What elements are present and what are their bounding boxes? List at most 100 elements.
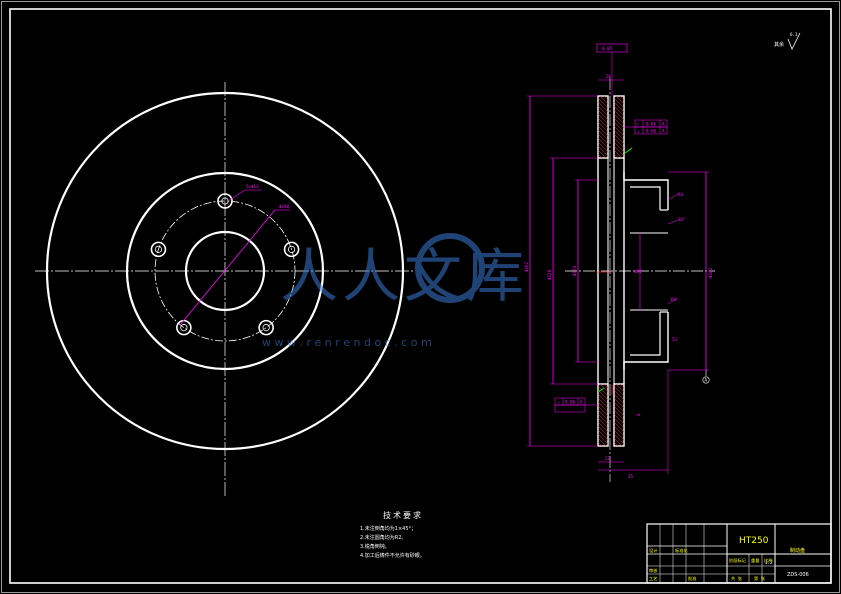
bolt-hole bbox=[258, 319, 274, 336]
bolt-hole bbox=[176, 319, 192, 336]
dim-right-small-label: 53 bbox=[672, 337, 678, 342]
r-mid-label: R4 bbox=[671, 297, 677, 302]
svg-text:A: A bbox=[662, 129, 665, 134]
hatch-line bbox=[597, 385, 609, 397]
watermark-chars: 人人文库 bbox=[280, 242, 528, 310]
gt-frame-2: ⊥ 0.06 A bbox=[634, 126, 668, 135]
gt-frame-3: ↗ 0.06 A bbox=[554, 397, 586, 406]
hat-outline-top bbox=[623, 172, 669, 210]
hatch-line bbox=[597, 125, 609, 137]
right-friction-plate-bottom bbox=[613, 383, 625, 447]
pcd-dimension-line bbox=[179, 209, 276, 326]
hatch-line bbox=[597, 97, 609, 109]
hatch-line bbox=[603, 95, 609, 101]
hatch-line bbox=[613, 413, 625, 425]
section-hatching bbox=[597, 95, 625, 447]
hatch-line bbox=[613, 385, 625, 397]
hatch-line bbox=[619, 383, 625, 389]
hatch-line bbox=[613, 425, 625, 437]
hatch-line bbox=[613, 437, 623, 447]
tech-item-4: 4.加工后铸件不允许有砂眼。 bbox=[360, 552, 425, 559]
roughness-note: 其余 6.3 bbox=[774, 32, 801, 50]
front-view: Φ140 5×Φ13 bbox=[35, 82, 415, 498]
left-friction-plate-bottom bbox=[597, 383, 609, 447]
datum-symbol bbox=[702, 376, 710, 384]
dim-outer-label: Φ228 bbox=[547, 269, 552, 280]
hatch-line bbox=[613, 137, 625, 149]
r-mid-leader bbox=[667, 297, 679, 305]
datum-label: A bbox=[705, 378, 708, 383]
disc-outer-circle bbox=[45, 91, 405, 451]
watermark-logo-icon bbox=[415, 233, 485, 303]
section-view: Φ262 Φ228 Φ174 Φ181 Φ80 0.05 20 ⫽ 0.06 A bbox=[524, 43, 715, 482]
title-ratio: 比例 bbox=[764, 557, 772, 564]
title-block: HT250 制动盘 ZDS-006 1:2 设计 审核 工艺 标准化 批准 阶段… bbox=[646, 523, 832, 584]
dim-dmax-label: Φ262 bbox=[524, 261, 529, 272]
hatch-line bbox=[597, 409, 609, 421]
tech-title: 技术要求 bbox=[383, 510, 423, 520]
hatch-line bbox=[613, 125, 625, 137]
tech-item-1: 1.未注倒角均为1×45°； bbox=[360, 525, 416, 532]
hatch-line bbox=[615, 95, 625, 105]
hatch-line bbox=[597, 113, 609, 125]
title-process: 工艺 bbox=[649, 576, 657, 581]
hatch-line bbox=[613, 405, 625, 417]
hatch-line bbox=[597, 405, 609, 417]
hatch-line bbox=[597, 437, 607, 447]
hatch-line bbox=[613, 421, 625, 433]
dim-inner-label: Φ80 bbox=[634, 269, 642, 274]
hatch-line bbox=[613, 141, 625, 153]
dim-right-label: Φ181 bbox=[708, 267, 713, 278]
bolt-circle bbox=[154, 200, 296, 342]
hatch-line bbox=[597, 149, 607, 159]
gt-frame-3b bbox=[554, 404, 586, 413]
hatch-line bbox=[613, 109, 625, 121]
hatch-line bbox=[613, 417, 625, 429]
hatch-line bbox=[613, 101, 625, 113]
title-standard: 标准化 bbox=[675, 547, 688, 554]
hatch-line bbox=[597, 133, 609, 145]
bolt-hole-inner bbox=[180, 324, 188, 332]
hatch-line bbox=[613, 397, 625, 409]
title-design: 设计 bbox=[649, 547, 657, 554]
title-review: 审核 bbox=[649, 567, 658, 574]
title-weight: 重量 bbox=[751, 557, 759, 564]
hatch-line bbox=[597, 421, 609, 433]
hat-outline-top-inner bbox=[630, 186, 661, 210]
svg-text:A: A bbox=[580, 400, 583, 405]
hole-callout-leader bbox=[227, 189, 246, 202]
hatch-line bbox=[615, 383, 625, 393]
hatch-line bbox=[597, 121, 609, 133]
hatch-line bbox=[613, 441, 619, 447]
hatch-line bbox=[597, 153, 603, 159]
hat-outline-bottom-inner bbox=[630, 312, 661, 356]
title-drawing-no: ZDS-006 bbox=[787, 572, 809, 578]
hatch-line bbox=[613, 429, 625, 441]
gt-frame-1: ⫽ 0.06 A bbox=[634, 119, 668, 128]
hatch-line bbox=[613, 409, 625, 421]
hatch-line bbox=[597, 397, 609, 409]
hatch-line bbox=[597, 429, 609, 441]
roughness-label: 其余 bbox=[774, 41, 784, 48]
svg-text:⊥: ⊥ bbox=[637, 129, 640, 134]
hatch-line bbox=[613, 433, 625, 445]
chamfer-label: 30° bbox=[678, 217, 686, 222]
bolt-holes bbox=[150, 193, 300, 336]
hatch-line bbox=[597, 137, 609, 149]
left-friction-plate-top bbox=[597, 95, 609, 159]
hatch-line bbox=[613, 389, 625, 401]
title-stage: 阶段标记 bbox=[729, 557, 747, 564]
hatch-line bbox=[597, 101, 609, 113]
tech-item-3: 3.锐角倒钝。 bbox=[360, 543, 390, 550]
hatch-line bbox=[597, 105, 609, 117]
bottom-dim-35-label: 35 bbox=[628, 474, 634, 479]
pcd-label: Φ140 bbox=[279, 204, 290, 209]
hatch-line bbox=[597, 425, 609, 437]
hatch-line bbox=[597, 413, 609, 425]
hatch-line bbox=[597, 117, 609, 129]
hatch-line bbox=[597, 441, 603, 447]
hatch-line bbox=[613, 145, 625, 157]
bolt-hole bbox=[217, 193, 233, 209]
